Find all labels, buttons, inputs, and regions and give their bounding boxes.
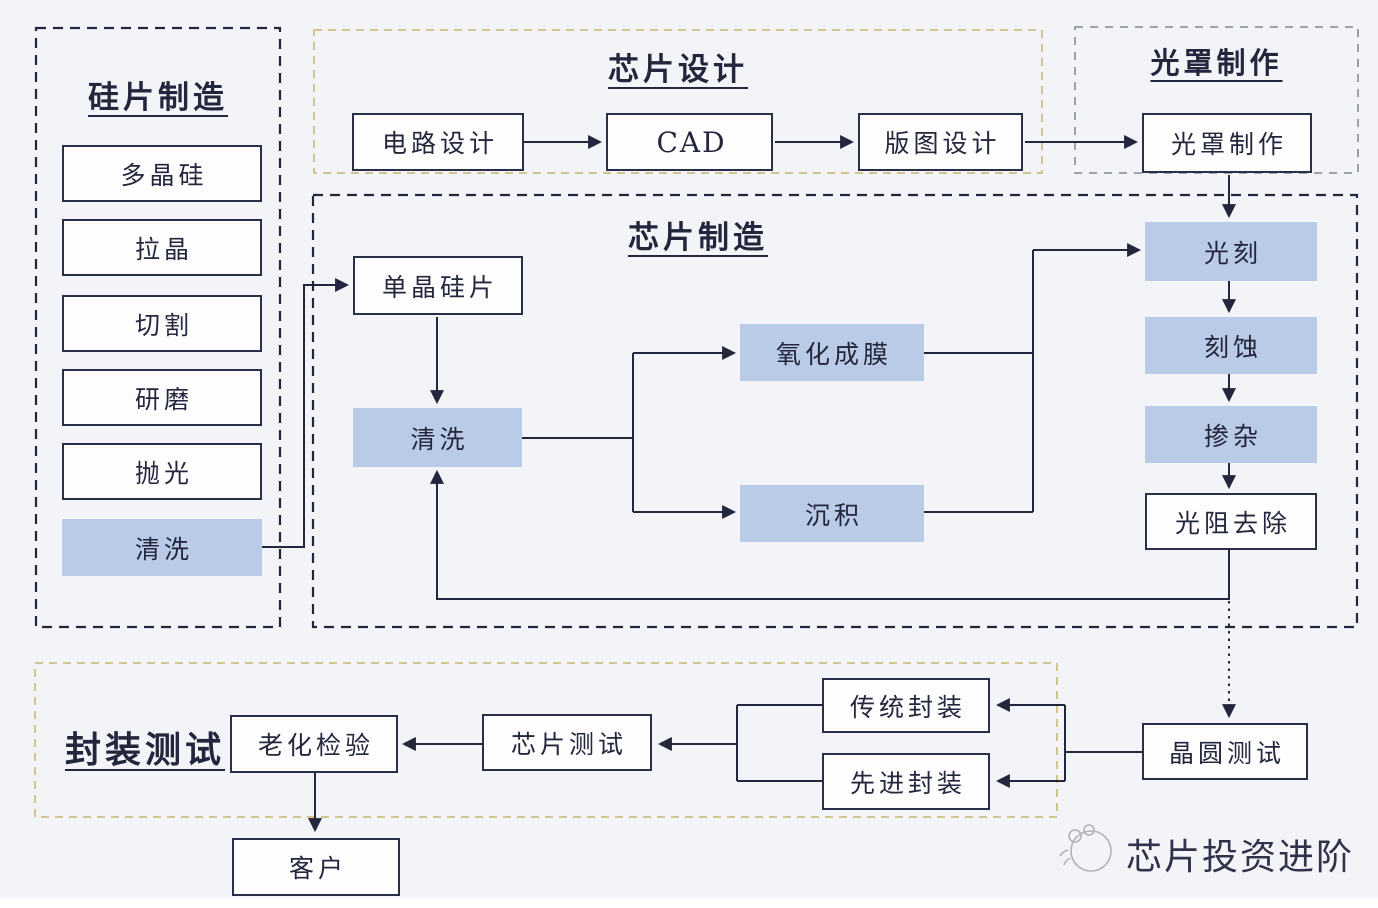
node-lithography: 光刻 <box>1145 222 1317 281</box>
fab-group: 芯片制造 <box>313 195 1357 627</box>
node-cad: CAD <box>606 113 773 171</box>
node-cutting: 切割 <box>62 295 262 352</box>
node-circuit-design: 电路设计 <box>352 113 524 171</box>
watermark-label: 芯片投资进阶 <box>1126 837 1355 878</box>
node-deposition: 沉积 <box>740 485 924 542</box>
fab-group-title: 芯片制造 <box>628 220 768 256</box>
node-wafer-test: 晶圆测试 <box>1142 723 1308 780</box>
silicon-group: 硅片制造 <box>36 28 280 627</box>
node-mono-wafer: 单晶硅片 <box>353 256 523 315</box>
watermark: 芯片投资进阶 <box>1058 820 1358 886</box>
node-aging-test: 老化检验 <box>230 715 398 773</box>
node-layout-design: 版图设计 <box>858 113 1023 171</box>
panda-logo-icon <box>1059 824 1112 872</box>
node-mask-making: 光罩制作 <box>1142 113 1312 173</box>
bottom-strip <box>0 898 1378 908</box>
node-customer: 客户 <box>232 838 400 896</box>
test-group-title: 封装测试 <box>64 729 225 771</box>
design-group-title: 芯片设计 <box>608 52 748 88</box>
node-advanced-packaging: 先进封装 <box>822 753 990 810</box>
node-etching: 刻蚀 <box>1145 317 1317 374</box>
node-grinding: 研磨 <box>62 369 262 426</box>
node-chip-test: 芯片测试 <box>482 714 652 771</box>
node-polishing: 抛光 <box>62 443 262 500</box>
node-traditional-packaging: 传统封装 <box>822 678 990 733</box>
mask-group-title: 光罩制作 <box>1150 46 1283 80</box>
line-wafertest-branch <box>1064 705 1142 781</box>
node-polysilicon: 多晶硅 <box>62 145 262 202</box>
node-oxidation-film: 氧化成膜 <box>740 324 924 381</box>
node-crystal-pulling: 拉晶 <box>62 219 262 276</box>
test-group: 封装测试 <box>35 663 1057 817</box>
node-doping: 掺杂 <box>1145 406 1317 463</box>
mask-group: 光罩制作 <box>1075 27 1358 173</box>
node-resist-strip: 光阻去除 <box>1145 493 1317 550</box>
design-group: 芯片设计 <box>314 30 1042 173</box>
silicon-group-title: 硅片制造 <box>88 80 228 116</box>
node-fab-cleaning: 清洗 <box>353 408 522 467</box>
node-silicon-cleaning: 清洗 <box>62 519 262 576</box>
